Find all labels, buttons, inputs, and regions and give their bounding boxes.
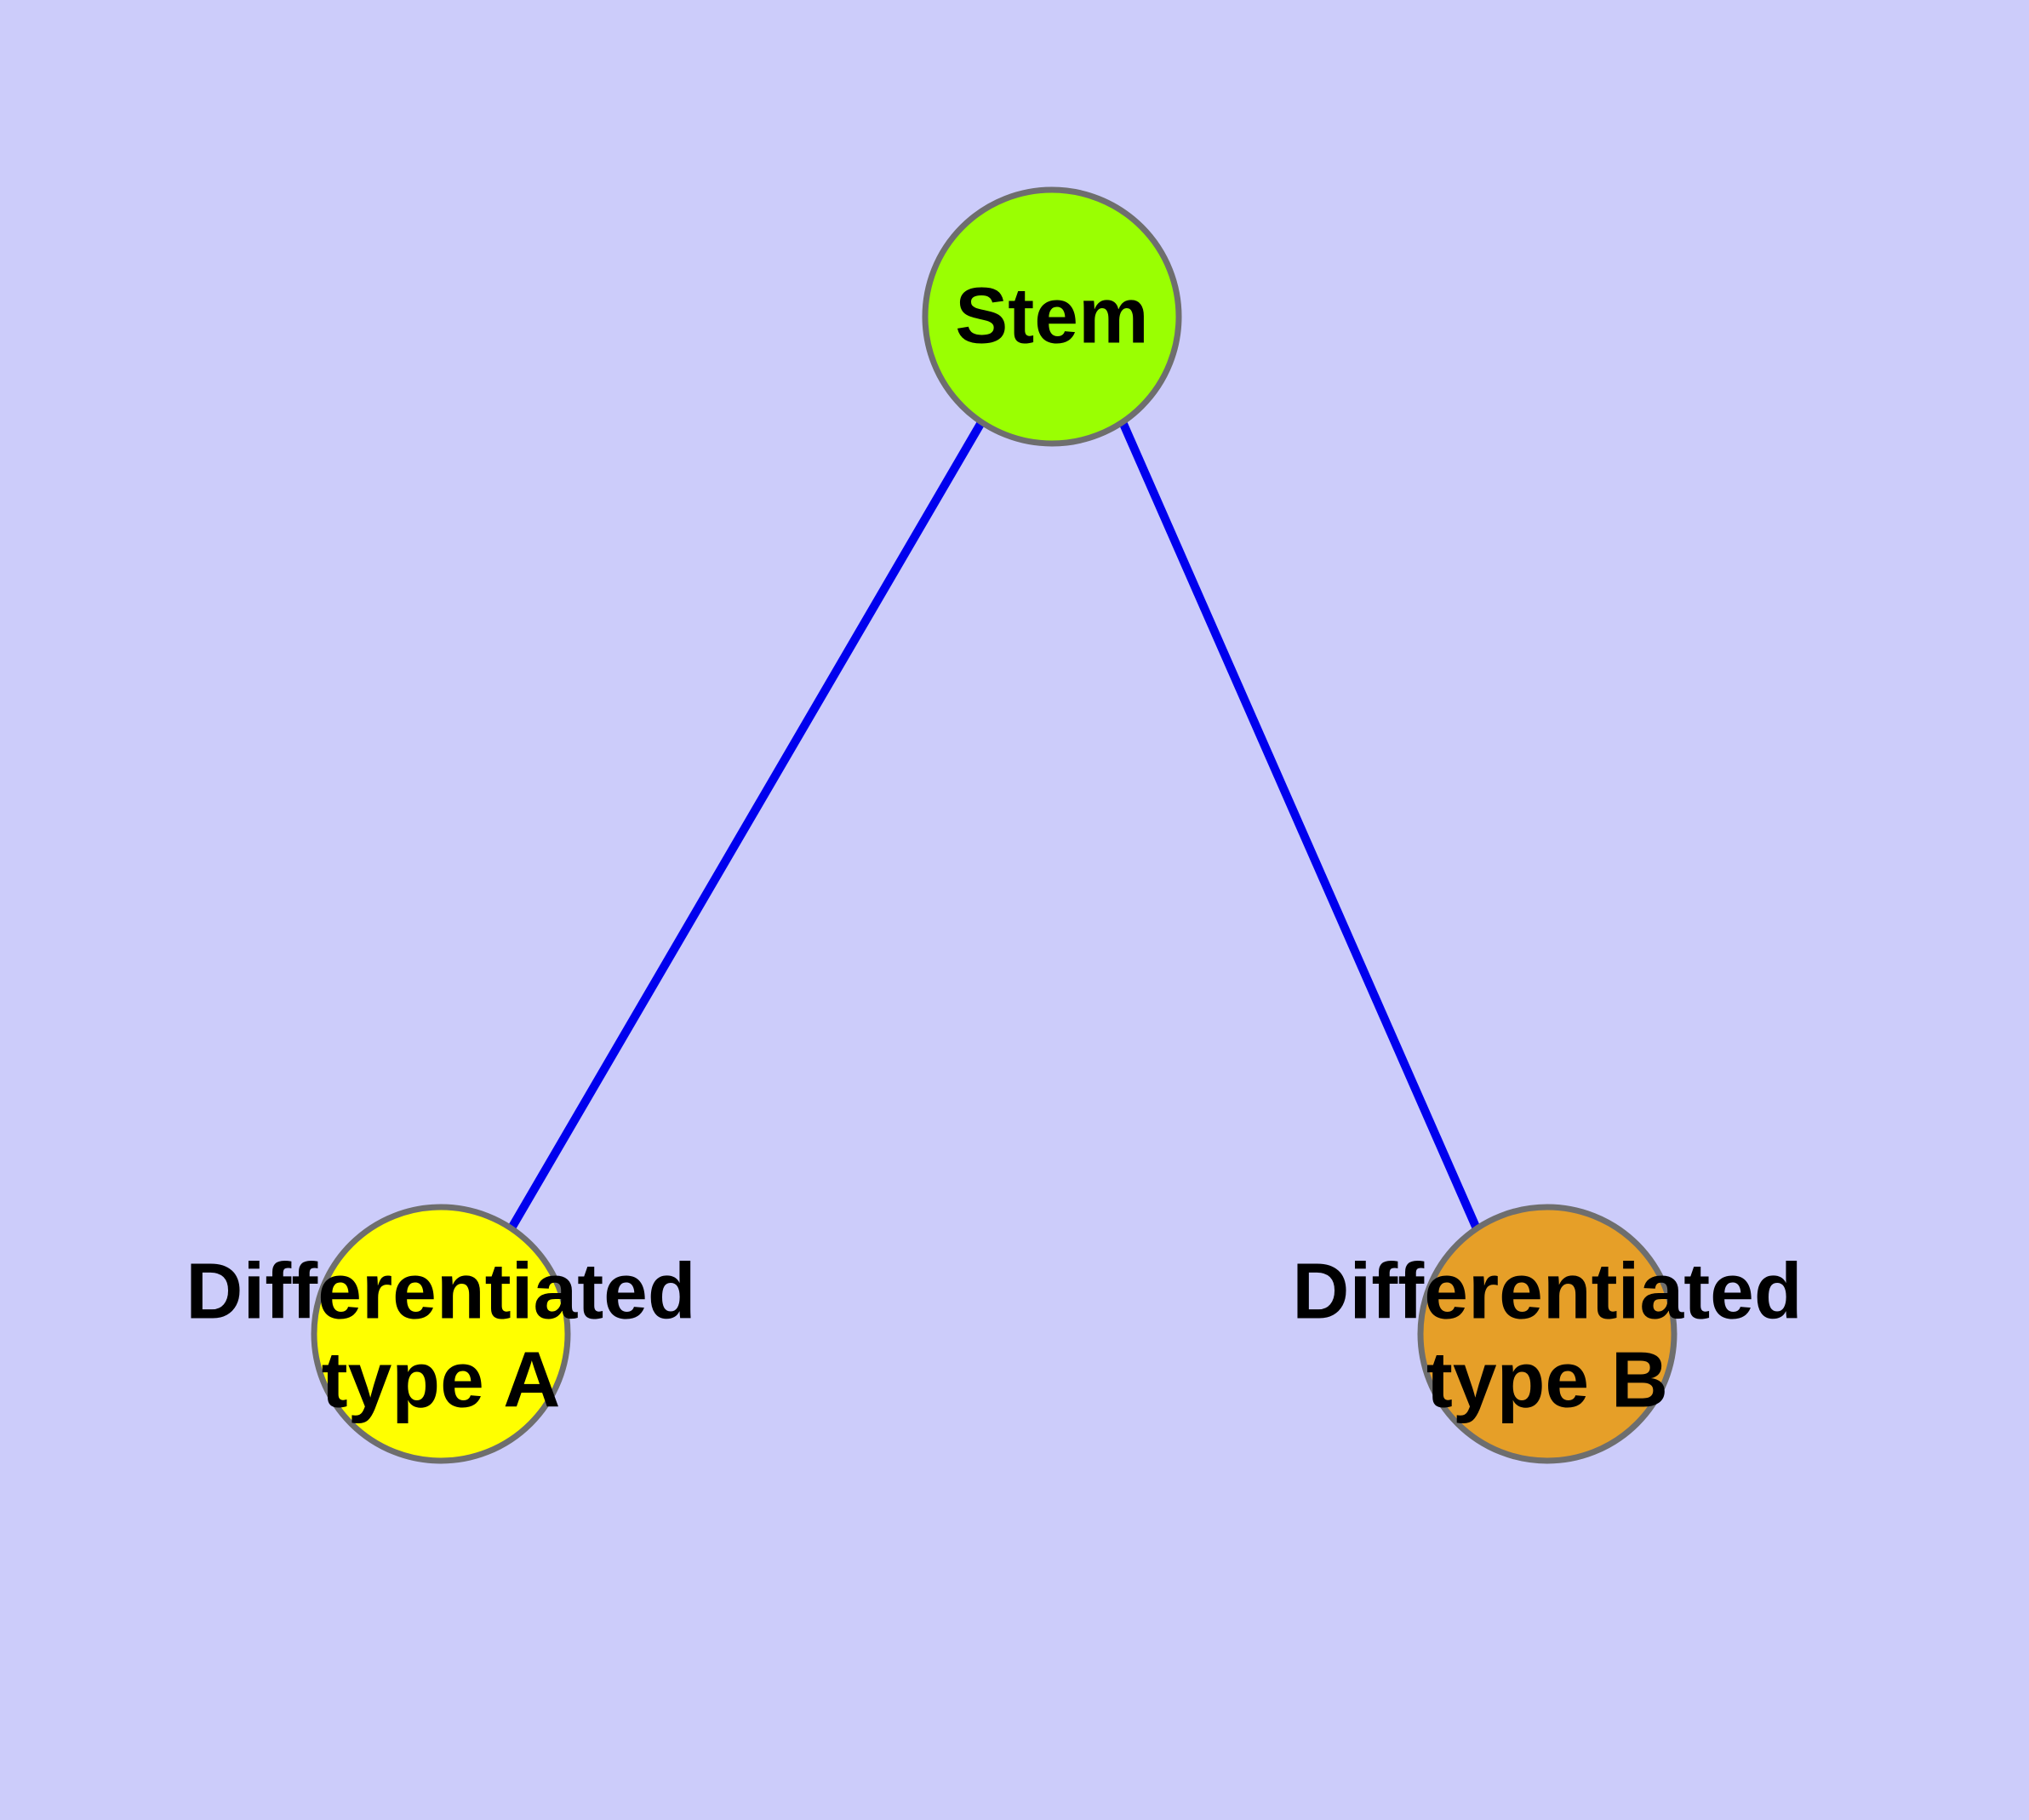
node-diff-a-label-line-1: Differentiated (186, 1247, 695, 1336)
node-diff-b-label-line-2: type B (1426, 1336, 1668, 1424)
node-stem-circle[interactable] (922, 186, 1182, 447)
edge-stem-to-diff-a[interactable] (508, 421, 985, 1229)
node-diff-b-label-line-1: Differentiated (1292, 1247, 1802, 1336)
edge-stem-to-diff-b[interactable] (1119, 421, 1480, 1229)
nodes-group: Stem Differentiated type A Differentiate… (186, 186, 1803, 1464)
node-diff-b[interactable]: Differentiated type B (1292, 1204, 1803, 1464)
node-diff-a[interactable]: Differentiated type A (186, 1204, 696, 1464)
node-diff-a-circle[interactable] (311, 1204, 571, 1464)
node-stem-label-line-1: Stem (955, 272, 1148, 360)
node-stem[interactable]: Stem (922, 186, 1182, 447)
edges-group (508, 421, 1480, 1229)
node-diff-a-label-line-2: type A (322, 1336, 561, 1424)
node-diff-b-circle[interactable] (1417, 1204, 1677, 1464)
